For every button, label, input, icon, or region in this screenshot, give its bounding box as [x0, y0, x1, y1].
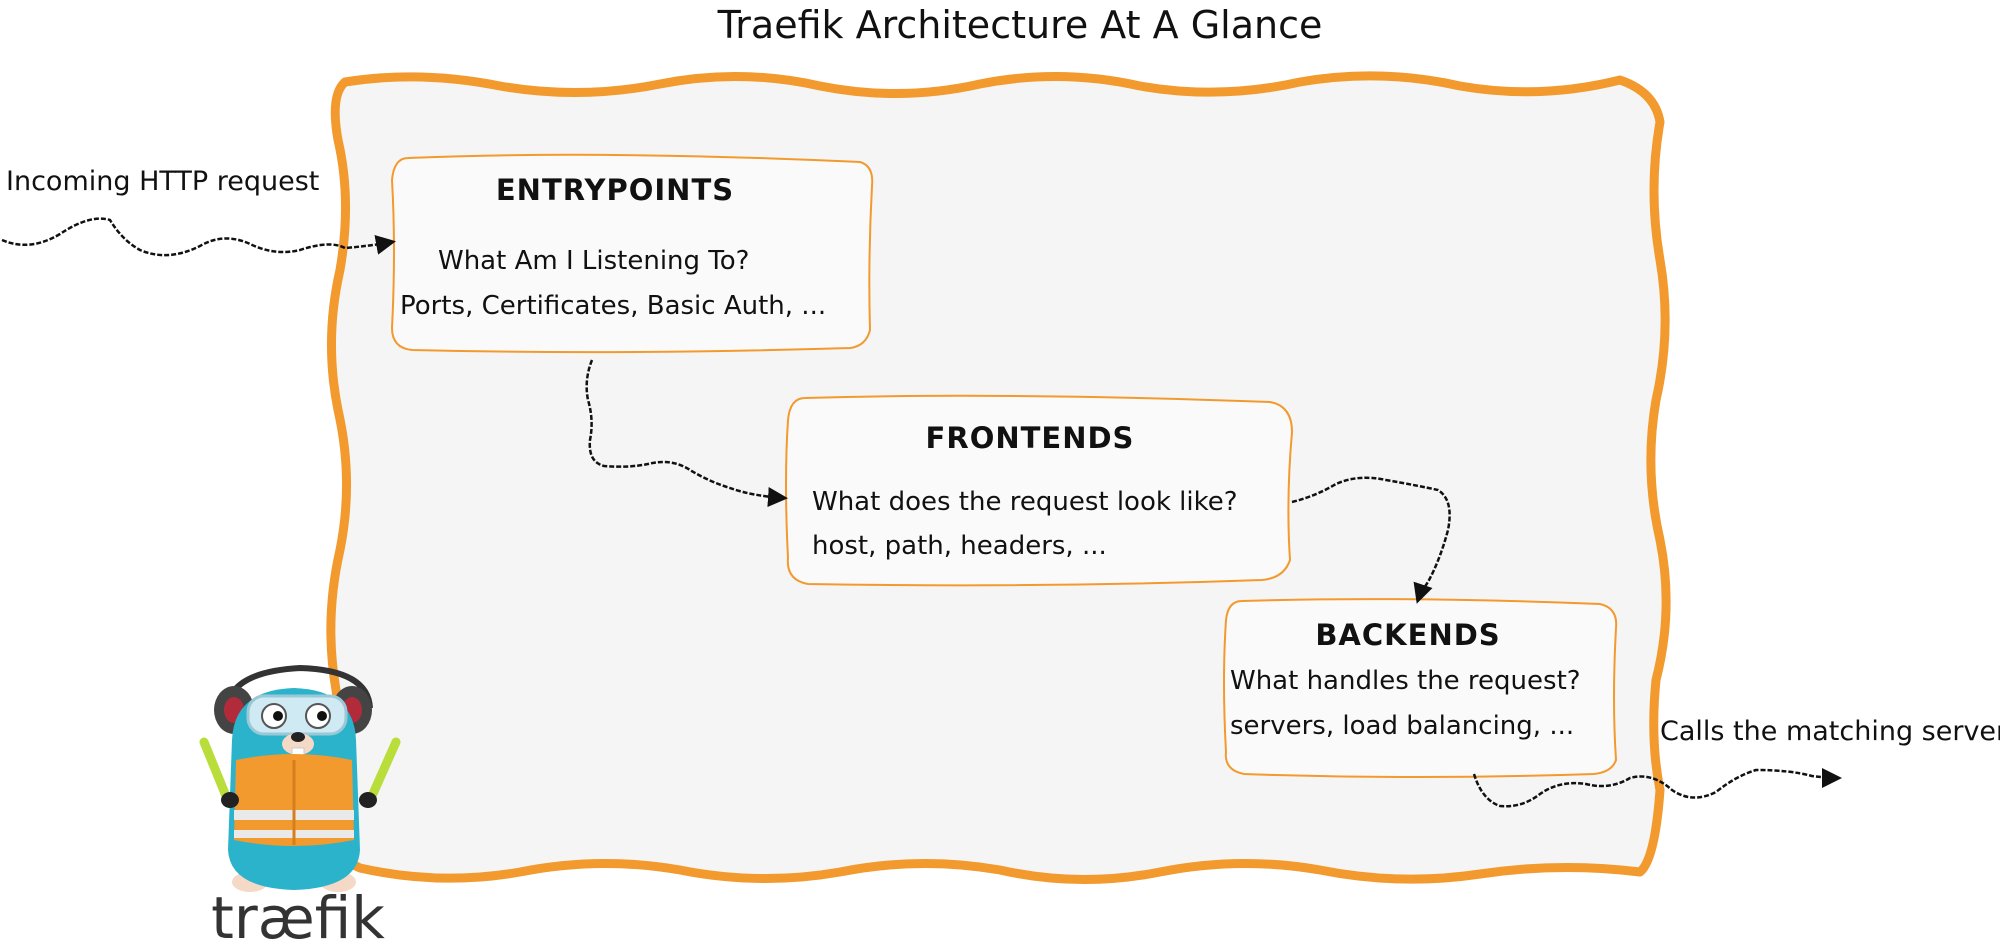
incoming-request-label: Incoming HTTP request	[6, 166, 319, 197]
backends-question: What handles the request?	[1230, 666, 1581, 696]
diagram-title: Traefik Architecture At A Glance	[717, 3, 1323, 47]
entrypoints-question: What Am I Listening To?	[438, 246, 749, 276]
entrypoints-to-frontends-arrow	[585, 359, 788, 507]
backends-box	[1223, 598, 1618, 778]
traefik-logo-text: træfik	[211, 884, 385, 941]
frontends-to-backends-arrow	[1291, 476, 1451, 604]
frontends-box	[785, 394, 1294, 587]
frontends-heading: FRONTENDS	[926, 421, 1135, 455]
incoming-arrow	[1, 217, 396, 257]
backends-examples: servers, load balancing, ...	[1230, 711, 1574, 741]
backends-heading: BACKENDS	[1315, 618, 1500, 652]
entrypoints-box	[390, 153, 874, 354]
gopher-mascot-icon	[199, 664, 401, 892]
outgoing-label: Calls the matching server	[1660, 716, 2000, 747]
frontends-examples: host, path, headers, ...	[812, 531, 1107, 561]
outgoing-arrow	[1472, 767, 1842, 808]
entrypoints-heading: ENTRYPOINTS	[496, 173, 734, 207]
entrypoints-examples: Ports, Certificates, Basic Auth, ...	[400, 291, 826, 321]
frontends-question: What does the request look like?	[812, 487, 1238, 517]
